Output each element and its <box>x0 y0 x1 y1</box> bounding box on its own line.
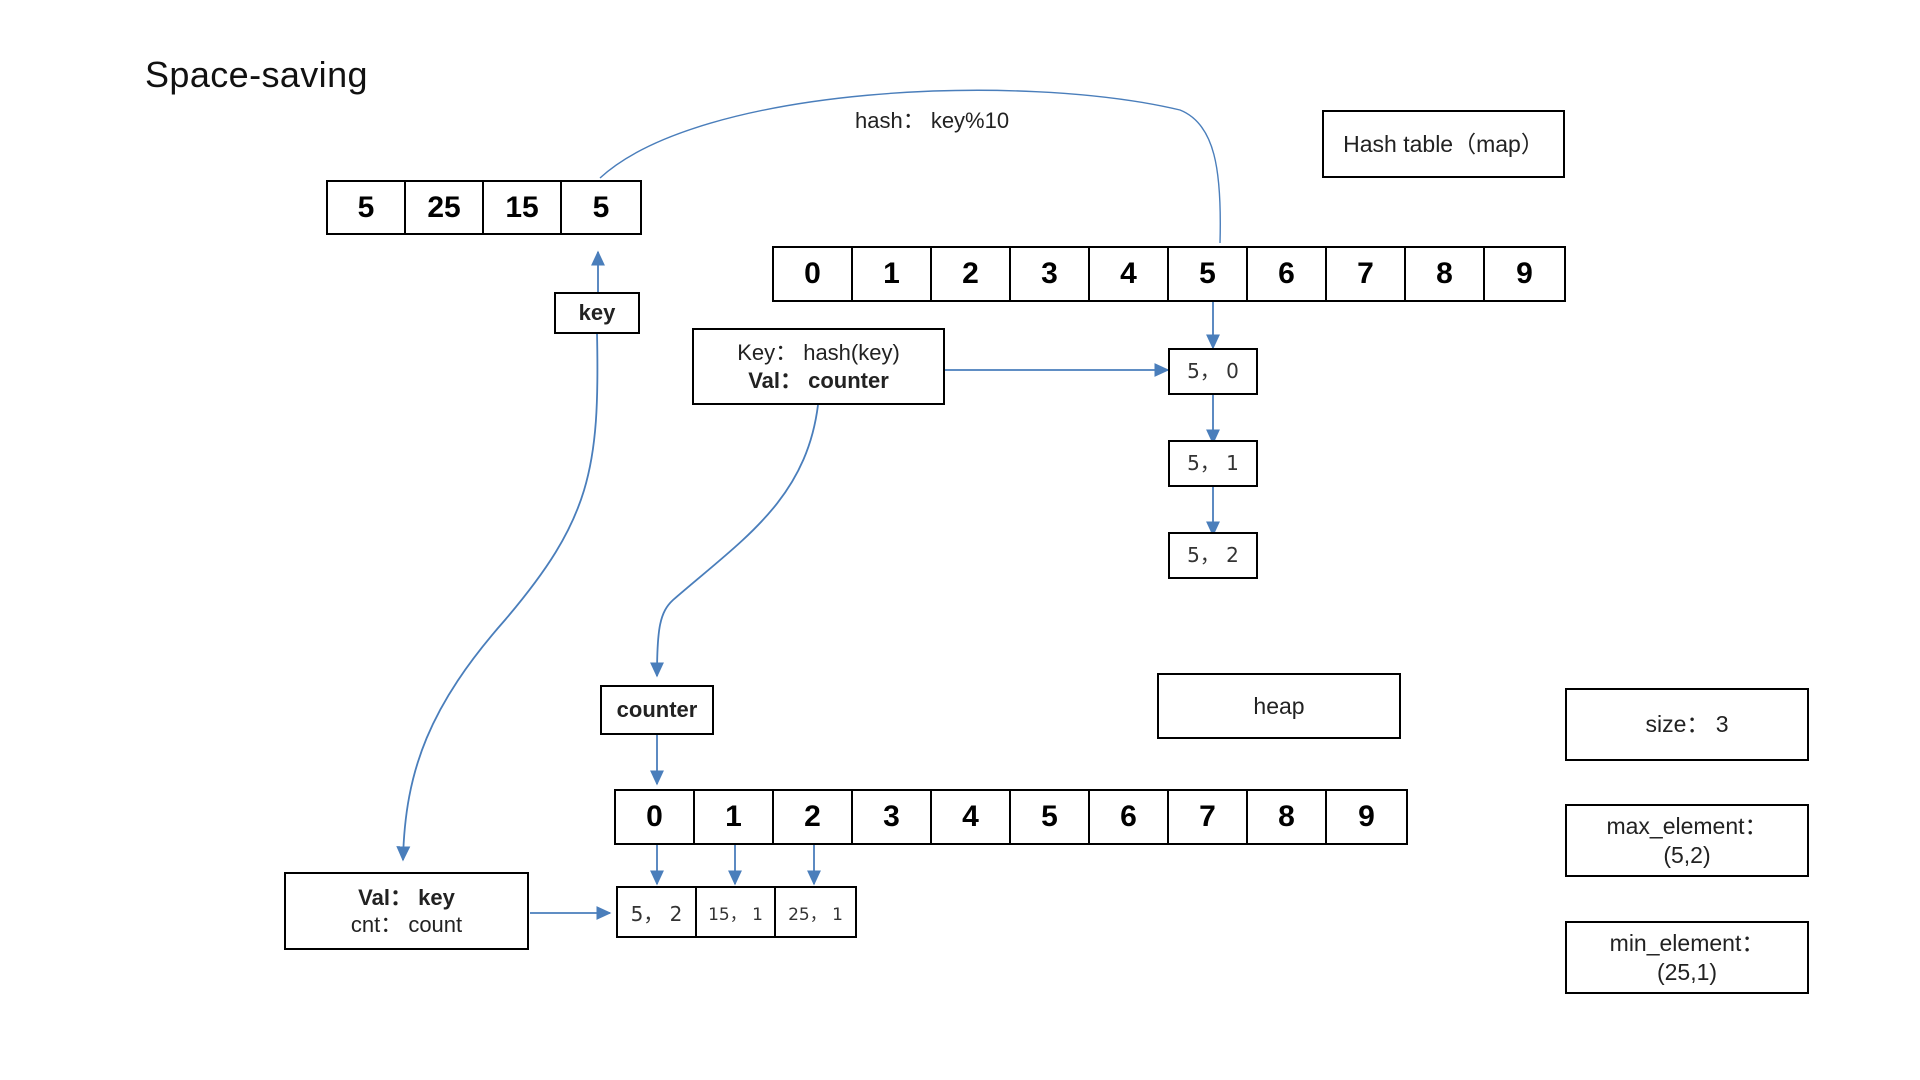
hash-bucket-1: 1 <box>853 248 932 300</box>
heap-entry-box: Val： key cnt： count <box>284 872 529 950</box>
heap-slot-index: 5 <box>1041 800 1058 833</box>
heap-slot-index: 0 <box>646 800 663 833</box>
bucket-chain-node-0: 5， 0 <box>1168 348 1258 395</box>
heap-slot-1: 1 <box>695 791 774 843</box>
heap-slot-8: 8 <box>1248 791 1327 843</box>
counter-box: counter <box>600 685 714 735</box>
heap-slot-2: 2 <box>774 791 853 843</box>
hash-bucket-index: 3 <box>1041 257 1058 290</box>
hash-bucket-index: 5 <box>1199 257 1216 290</box>
stream-array-cell: 15 <box>484 182 562 233</box>
info-box-min-element-line1: min_element： <box>1609 929 1765 956</box>
heap-item-label: 5， 2 <box>630 901 683 926</box>
wire-mapentry-to-counter <box>649 404 819 678</box>
hash-bucket-index: 1 <box>883 257 900 290</box>
heap-array: 0 1 2 3 4 5 6 7 8 9 <box>614 789 1408 845</box>
stream-array-value: 25 <box>427 190 461 224</box>
page-title: Space-saving <box>145 54 368 95</box>
hash-bucket-index: 9 <box>1516 257 1533 290</box>
heap-item-2: 25， 1 <box>776 888 855 936</box>
legend-heap-label: heap <box>1253 692 1305 719</box>
heap-slot-index: 9 <box>1358 800 1375 833</box>
hash-bucket-2: 2 <box>932 248 1011 300</box>
heap-slot-index: 8 <box>1278 800 1295 833</box>
key-box: key <box>554 292 640 334</box>
heap-slot-index: 7 <box>1199 800 1216 833</box>
stream-array-cell: 5 <box>328 182 406 233</box>
heap-slot-4: 4 <box>932 791 1011 843</box>
counter-box-label: counter <box>616 697 698 723</box>
heap-slot-index: 1 <box>725 800 742 833</box>
bucket-chain-node-label: 5， 0 <box>1187 359 1239 383</box>
hash-bucket-6: 6 <box>1248 248 1327 300</box>
stream-array-value: 15 <box>505 190 539 224</box>
hash-bucket-index: 7 <box>1357 257 1374 290</box>
info-box-max-element-line2: (5,2) <box>1663 841 1711 868</box>
wire-key-to-heapentry <box>396 332 599 862</box>
info-box-max-element: max_element： (5,2) <box>1565 804 1809 877</box>
map-entry-key-line: Key： hash(key) <box>737 340 900 365</box>
heap-slot-index: 2 <box>804 800 821 833</box>
heap-item-1: 15， 1 <box>697 888 776 936</box>
bucket-chain-node-label: 5， 2 <box>1187 543 1239 567</box>
info-box-max-element-line1: max_element： <box>1606 812 1768 839</box>
heap-slot-9: 9 <box>1327 791 1406 843</box>
stream-array-value: 5 <box>357 190 375 224</box>
stream-array-value: 5 <box>592 190 610 224</box>
hash-bucket-index: 4 <box>1120 257 1137 290</box>
heap-slot-3: 3 <box>853 791 932 843</box>
stream-array-cell: 25 <box>406 182 484 233</box>
bucket-chain-node-label: 5， 1 <box>1187 451 1239 475</box>
hash-bucket-0: 0 <box>774 248 853 300</box>
heap-item-0: 5， 2 <box>618 888 697 936</box>
heap-slot-0: 0 <box>616 791 695 843</box>
legend-hash-table-label: Hash table（map） <box>1343 130 1544 157</box>
heap-slot-5: 5 <box>1011 791 1090 843</box>
hash-bucket-index: 0 <box>804 257 821 290</box>
bucket-chain-node-2: 5， 2 <box>1168 532 1258 579</box>
map-entry-val-line: Val： counter <box>748 367 889 393</box>
heap-item-label: 15， 1 <box>708 904 763 925</box>
key-box-label: key <box>578 300 616 326</box>
hash-bucket-8: 8 <box>1406 248 1485 300</box>
hash-bucket-3: 3 <box>1011 248 1090 300</box>
hash-function-label: hash： key%10 <box>855 108 1010 133</box>
hash-bucket-5: 5 <box>1169 248 1248 300</box>
heap-slot-index: 3 <box>883 800 900 833</box>
info-box-size: size： 3 <box>1565 688 1809 761</box>
hash-bucket-7: 7 <box>1327 248 1406 300</box>
heap-slot-index: 4 <box>962 800 979 833</box>
heap-entry-val-line: Val： key <box>358 884 455 910</box>
heap-item-label: 25， 1 <box>788 904 843 925</box>
stream-array: 5 25 15 5 <box>326 180 642 235</box>
heap-slot-6: 6 <box>1090 791 1169 843</box>
hash-bucket-4: 4 <box>1090 248 1169 300</box>
heap-slot-index: 6 <box>1120 800 1137 833</box>
info-box-min-element: min_element： (25,1) <box>1565 921 1809 994</box>
map-entry-box: Key： hash(key) Val： counter <box>692 328 945 405</box>
hash-table-array: 0 1 2 3 4 5 6 7 8 9 <box>772 246 1566 302</box>
hash-bucket-index: 6 <box>1278 257 1295 290</box>
heap-entry-cnt-line: cnt： count <box>350 912 463 937</box>
heap-slot-7: 7 <box>1169 791 1248 843</box>
stream-array-cell: 5 <box>562 182 640 233</box>
hash-bucket-index: 2 <box>962 257 979 290</box>
info-box-size-line1: size： 3 <box>1645 711 1729 738</box>
bucket-chain-node-1: 5， 1 <box>1168 440 1258 487</box>
legend-hash-table: Hash table（map） <box>1322 110 1565 178</box>
hash-bucket-9: 9 <box>1485 248 1564 300</box>
heap-items-row: 5， 2 15， 1 25， 1 <box>616 886 857 938</box>
info-box-min-element-line2: (25,1) <box>1656 958 1718 985</box>
legend-heap: heap <box>1157 673 1401 739</box>
hash-bucket-index: 8 <box>1436 257 1453 290</box>
